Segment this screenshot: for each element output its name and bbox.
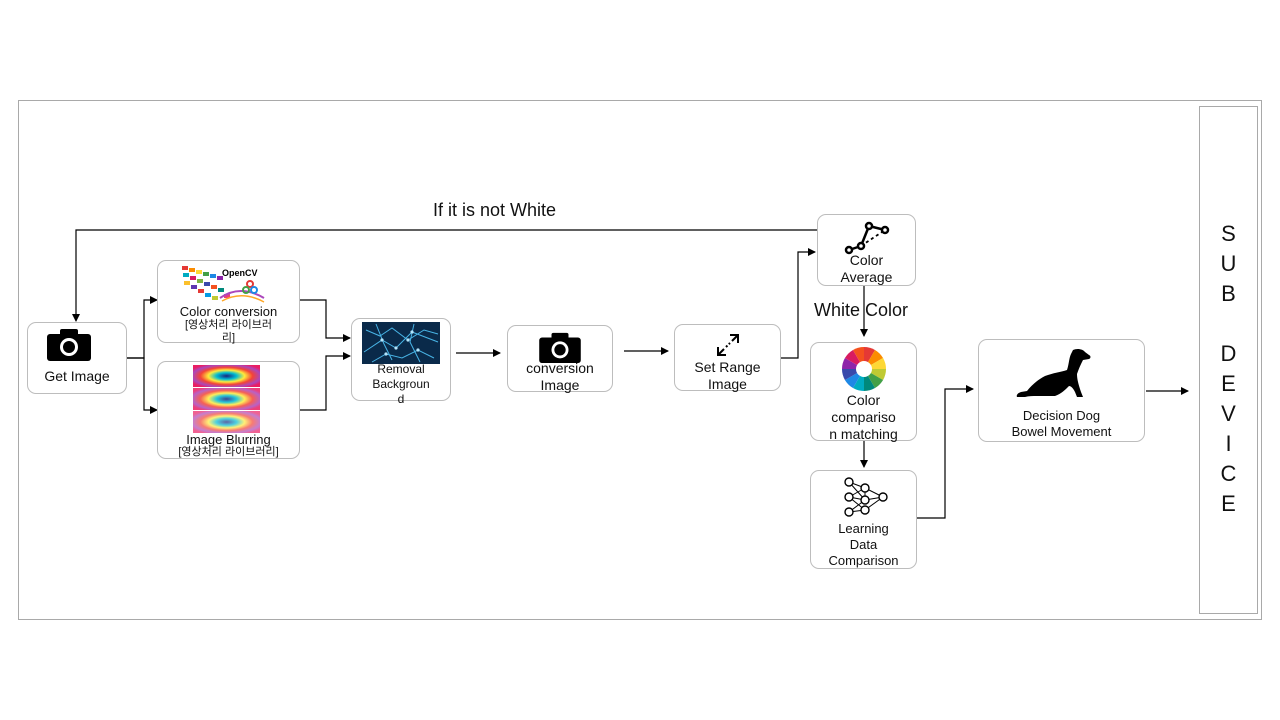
color-comparison-label: Color compariso n matching: [829, 392, 898, 442]
camera-icon: [539, 332, 581, 364]
set-range-image-label: Set Range Image: [694, 359, 761, 392]
neural-network-icon: [844, 477, 888, 517]
blur-samples-icon: [193, 365, 260, 433]
svg-text:OpenCV: OpenCV: [222, 268, 258, 278]
get-image-node[interactable]: Get Image: [27, 322, 127, 394]
feedback-label: If it is not White: [433, 200, 557, 220]
color-average-label: Color Average: [840, 252, 893, 285]
image-blurring-node[interactable]: Image Blurring [영상처리 라이브러리]: [157, 361, 300, 459]
conversion-image-node[interactable]: conversion Image: [507, 325, 613, 393]
color-conversion-subtitle: [영상처리 라이브러 리]: [184, 319, 273, 344]
sub-device-label: S U B D E V I C E: [1220, 221, 1237, 516]
color-conversion-node[interactable]: OpenCV Color conversion [영상처리 라이브러 리]: [157, 260, 300, 344]
sub-device-panel: S U B D E V I C E: [1199, 106, 1258, 614]
image-blurring-title: Image Blurring: [186, 432, 271, 447]
resize-arrows-icon: [717, 334, 739, 356]
decision-node[interactable]: Decision Dog Bowel Movement: [978, 339, 1145, 442]
image-blurring-subtitle: [영상처리 라이브러리]: [178, 446, 279, 458]
line-chart-icon: [844, 221, 890, 255]
circuit-background-icon: [362, 322, 440, 364]
diagram-frame: [18, 100, 1262, 620]
color-wheel-icon: [842, 347, 886, 391]
learning-data-label: Learning Data Comparison: [828, 521, 899, 568]
dog-icon: [1016, 348, 1091, 397]
opencv-logo-icon: OpenCV: [182, 266, 265, 303]
conversion-image-label: conversion Image: [526, 360, 594, 393]
color-conversion-title: Color conversion: [179, 304, 278, 319]
removal-background-label: Removal Backgroun d: [372, 362, 430, 406]
decision-label: Decision Dog Bowel Movement: [1011, 408, 1112, 439]
learning-data-node[interactable]: Learning Data Comparison: [810, 470, 917, 569]
get-image-label: Get Image: [44, 368, 110, 384]
color-average-node[interactable]: Color Average: [817, 214, 916, 286]
removal-background-node[interactable]: Removal Backgroun d: [351, 318, 451, 406]
white-color-label: White Color: [814, 300, 909, 320]
color-comparison-node[interactable]: Color compariso n matching: [810, 342, 917, 442]
set-range-image-node[interactable]: Set Range Image: [674, 324, 781, 392]
camera-icon: [47, 329, 91, 361]
